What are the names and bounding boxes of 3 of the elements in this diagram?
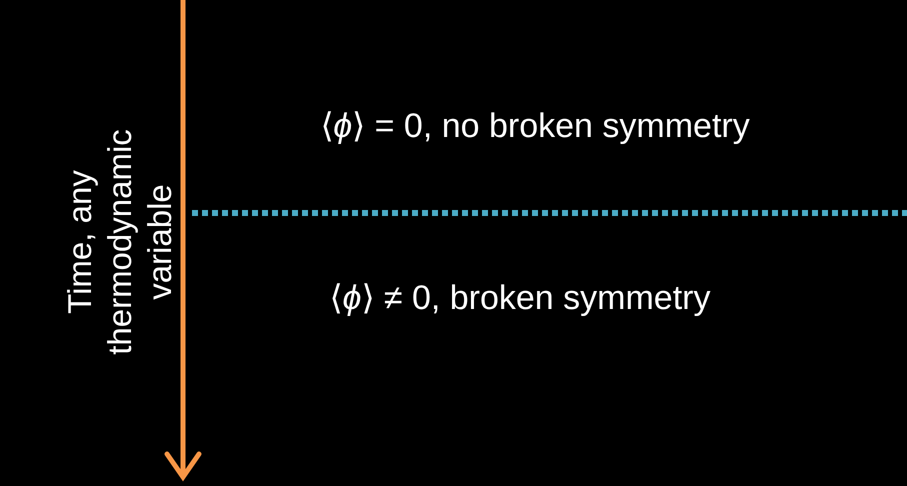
phase-label: ⟨ϕ⟩ = 0, no broken symmetry [320, 107, 750, 145]
axis-label: Time, any thermodynamic variable [60, 128, 179, 357]
phase-label: ⟨ϕ⟩ ≠ 0, broken symmetry [329, 279, 710, 317]
